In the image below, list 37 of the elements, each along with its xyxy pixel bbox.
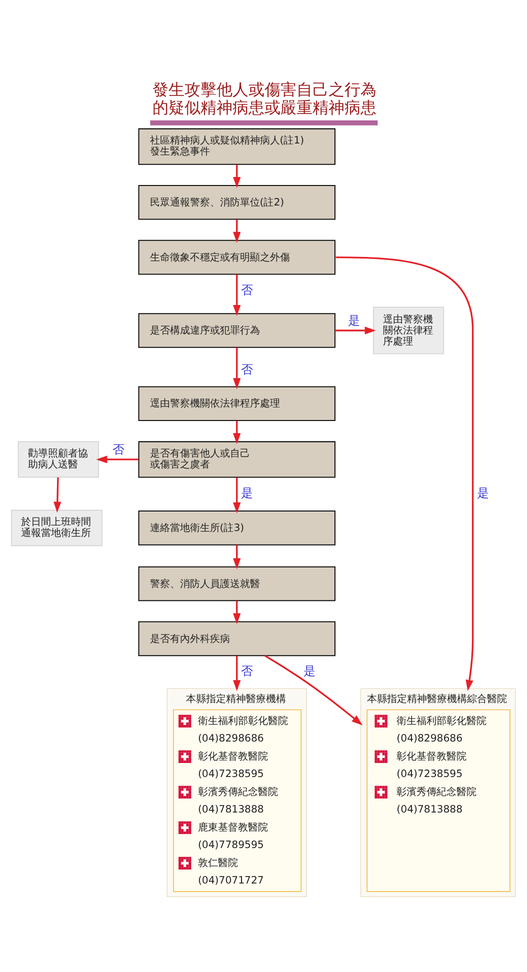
node-box: 逕由警察機關依法律程序處理 <box>373 306 444 354</box>
node-box: 社區精神病人或疑似精神病人(註1)發生緊急事件 <box>138 128 336 164</box>
arrow <box>233 655 241 691</box>
node-box: 勸導照顧者協助病人送醫 <box>18 440 100 478</box>
edge-label: 是 <box>304 664 316 678</box>
node-box: 本縣指定精神醫療機構綜合醫院 衛生福利部彰化醫院 (04)8298686 彰化基督教醫院 (04)7238595 彰濱秀傳紀念醫院 (04)7813888 <box>360 688 516 896</box>
node-box: 是否有內外科疾病 <box>138 620 336 656</box>
node-box: 警察、消防人員護送就醫 <box>138 566 336 601</box>
node-box: 連絡當地衛生所(註3) <box>138 510 336 545</box>
edge-label: 是 <box>241 485 254 500</box>
arrow <box>233 274 241 316</box>
node-box: 逕由警察機關依法律程序處理 <box>138 386 336 421</box>
arrow <box>264 654 363 725</box>
node-box: 本縣指定精神醫療機構 衛生福利部彰化醫院 (04)8298686 彰化基督教醫院 (04)7238595 彰濱秀傳紀念醫院 (04)7813888 鹿東基督教醫院 (04)7789595 敦仁醫院 (04)7071727 <box>166 688 307 896</box>
edge-label: 否 <box>241 282 254 296</box>
node-box: 生命徵象不穩定或有明顯之外傷 <box>138 239 336 274</box>
arrow <box>334 326 376 334</box>
node-box: 於日間上班時間通報當地衛生所 <box>11 509 102 546</box>
arrow <box>233 164 241 188</box>
diagram-title: 發生攻擊他人或傷害自己之行為的疑似精神病患或嚴重精神病患 <box>152 80 377 116</box>
node-box: 是否構成違序或犯罪行為 <box>138 312 336 348</box>
arrow <box>233 476 241 513</box>
edge-label: 否 <box>241 362 254 376</box>
edge-label: 否 <box>241 664 254 678</box>
arrow <box>96 455 139 463</box>
arrow <box>54 476 62 512</box>
edge-label: 是 <box>476 485 489 500</box>
arrow <box>233 420 241 444</box>
arrow <box>233 347 241 389</box>
arrow <box>233 544 241 569</box>
arrow <box>233 219 241 242</box>
edge-label: 否 <box>112 442 125 456</box>
arrow <box>233 600 241 624</box>
node-box: 是否有傷害他人或自己或傷害之虞者 <box>138 440 336 478</box>
node-box: 民眾通報警察、消防單位(註2) <box>138 184 336 220</box>
arrow <box>336 256 474 691</box>
edge-label: 是 <box>348 313 360 328</box>
